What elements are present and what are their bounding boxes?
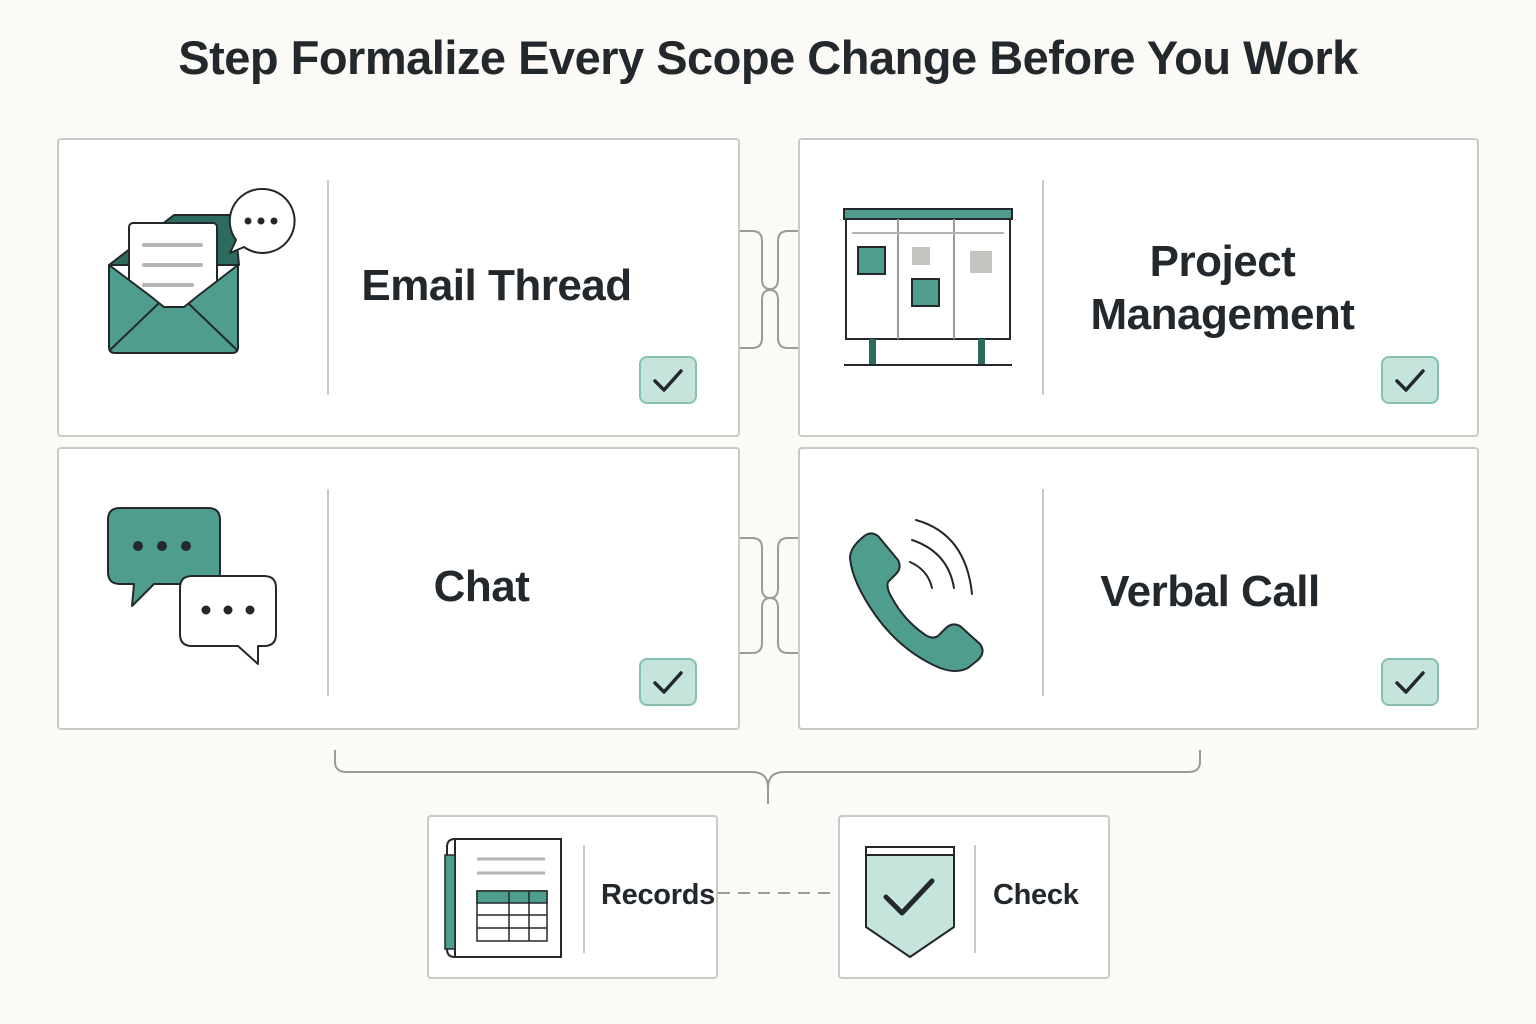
- checkmark-icon: [653, 671, 683, 694]
- output-card-records: Records: [427, 815, 718, 979]
- channel-label-chat: Chat: [433, 562, 530, 611]
- card-divider: [974, 845, 976, 953]
- card-divider: [327, 489, 329, 696]
- records-binder-icon: [444, 838, 562, 958]
- card-divider: [327, 180, 329, 395]
- channel-label-email-thread: Email Thread: [361, 260, 632, 310]
- channel-label-project-management: Project Management: [1090, 237, 1355, 339]
- checkmark-icon: [1395, 671, 1425, 694]
- channel-card-project-management: Project Management: [798, 138, 1479, 437]
- channel-label-verbal-call: Verbal Call: [1100, 567, 1320, 616]
- phone-icon: [849, 519, 984, 672]
- shield-check-icon: [865, 846, 955, 958]
- page-title: Step Formalize Every Scope Change Before…: [178, 31, 1358, 84]
- check-badge-verbal-call: [1381, 658, 1439, 706]
- output-label-records: Records: [601, 879, 715, 911]
- card-divider: [1042, 180, 1044, 395]
- output-label-check: Check: [993, 879, 1079, 911]
- output-card-check: Check: [838, 815, 1110, 979]
- check-badge-email-thread: [639, 356, 697, 404]
- channel-card-verbal-call: Verbal Call: [798, 447, 1479, 730]
- check-badge-project-management: [1381, 356, 1439, 404]
- card-divider: [583, 845, 585, 953]
- channel-card-email-thread: Email Thread: [57, 138, 740, 437]
- email-envelope-icon: [108, 187, 296, 354]
- check-badge-chat: [639, 658, 697, 706]
- chat-bubbles-icon: [107, 507, 277, 665]
- kanban-board-icon: [843, 208, 1013, 366]
- card-divider: [1042, 489, 1044, 696]
- checkmark-icon: [653, 369, 683, 392]
- channel-card-chat: Chat: [57, 447, 740, 730]
- checkmark-icon: [1395, 369, 1425, 392]
